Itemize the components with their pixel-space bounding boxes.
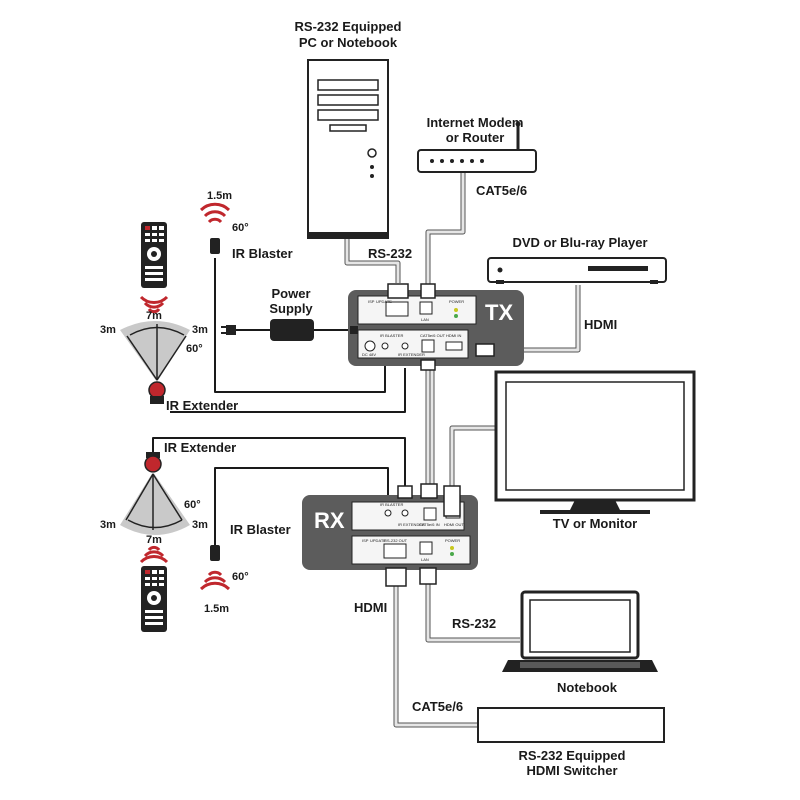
rx-cat-port <box>423 507 437 521</box>
rx-power-label: POWER <box>445 538 460 543</box>
tx-rs232-port <box>385 301 409 317</box>
svg-text:UPDATE: UPDATE <box>370 538 386 543</box>
ir-blaster-top-icon <box>199 202 231 254</box>
wires <box>152 258 406 545</box>
ir-sensor-fan-top <box>120 321 190 382</box>
hdmi-switcher-icon <box>477 707 665 743</box>
svg-text:ISP: ISP <box>368 299 375 304</box>
modem-label-line1: Internet Modem <box>427 115 524 130</box>
power-label-line1: Power <box>271 286 310 301</box>
ir-range-top-label: 1.5m <box>207 190 232 202</box>
tx-cat-port <box>421 339 435 353</box>
ir-signal-bottom-icon <box>139 545 169 564</box>
ir-blaster-top-label: IR Blaster <box>232 246 293 261</box>
hdmi-left-label: HDMI <box>354 600 387 615</box>
remote-top-icon <box>141 222 167 288</box>
tx-title: TX <box>485 300 513 325</box>
rx-ir-blaster-port <box>384 509 392 517</box>
ir-angle-top-label: 60° <box>232 222 249 234</box>
ir-sensor-top-angle: 60° <box>186 343 203 355</box>
ir-blaster-bottom-icon <box>199 545 231 591</box>
rx-cat-label: CAT5e/6 IN <box>419 522 440 527</box>
dvd-label: DVD or Blu-ray Player <box>512 235 647 250</box>
ir-extender-top-label: IR Extender <box>166 398 238 413</box>
power-supply-icon <box>221 319 358 341</box>
ir-extender-bottom-icon <box>144 452 162 473</box>
rx-title: RX <box>314 508 345 533</box>
svg-text:ISP: ISP <box>362 538 369 543</box>
ir-sensor-bottom-dist: 7m <box>146 534 162 546</box>
switcher-label-line1: RS-232 Equipped <box>519 748 626 763</box>
cables <box>344 172 581 728</box>
ir-extender-bottom-label: IR Extender <box>164 440 236 455</box>
ir-sensor-bottom-right: 3m <box>192 519 208 531</box>
tx-dc-label: DC 48V <box>362 352 376 357</box>
power-label-line2: Supply <box>269 301 313 316</box>
ir-angle-bottom-label: 60° <box>232 571 249 583</box>
tx-hdmi-label: HDMI IN <box>446 333 461 338</box>
tx-ir-extender-label: IR EXTENDER <box>398 352 425 357</box>
rx-ir-extender-label: IR EXTENDER <box>398 522 425 527</box>
tx-power-port-label: POWER <box>449 299 464 304</box>
rx-hdmi-label: HDMI OUT <box>444 522 464 527</box>
rx-rs232-label: RS-232 OUT <box>384 538 408 543</box>
tv-label: TV or Monitor <box>553 516 638 531</box>
ir-sensor-top-right: 3m <box>192 324 208 336</box>
ir-range-bottom-label: 1.5m <box>204 603 229 615</box>
hdmi-right-label: HDMI <box>584 317 617 332</box>
switcher-label-line2: HDMI Switcher <box>526 763 617 778</box>
ir-sensor-bottom-angle: 60° <box>184 499 201 511</box>
ir-sensor-bottom-left: 3m <box>100 519 116 531</box>
tv-icon <box>494 370 696 514</box>
pc-label-line1: RS-232 Equipped <box>295 19 402 34</box>
modem-label-line2: or Router <box>446 130 505 145</box>
tx-dc-port <box>364 340 376 352</box>
tx-cat-label: CAT5e/6 OUT <box>420 333 446 338</box>
tx-ir-blaster-label: IR BLASTER <box>380 333 403 338</box>
notebook-icon <box>502 590 658 672</box>
tx-hdmi-port <box>445 341 463 351</box>
ir-signal-top-icon <box>139 295 169 314</box>
rx-ir-extender-port <box>401 509 409 517</box>
pc-tower-icon <box>307 59 389 239</box>
tx-ir-blaster-port <box>381 342 389 350</box>
cat-bottom-label: CAT5e/6 <box>412 699 463 714</box>
rs232-top-label: RS-232 <box>368 246 412 261</box>
notebook-label: Notebook <box>557 680 618 695</box>
rs232-bottom-label: RS-232 <box>452 616 496 631</box>
router-icon <box>417 121 537 173</box>
pc-label-line2: PC or Notebook <box>299 35 398 50</box>
rx-rs232-port <box>383 543 407 559</box>
ir-blaster-bottom-label: IR Blaster <box>230 522 291 537</box>
rx-ir-blaster-label: IR BLASTER <box>380 502 403 507</box>
tx-unit: ISP UPDATE POWER LAN TX DC 48V IR BLASTE… <box>348 283 524 371</box>
rx-lan-label: LAN <box>421 557 429 562</box>
tx-lan-port <box>419 301 433 315</box>
rx-unit: RX IR BLASTER IR EXTENDER CAT5e/6 IN HDM… <box>302 483 478 587</box>
remote-bottom-icon <box>141 566 167 632</box>
tx-ir-extender-port <box>401 342 409 350</box>
dvd-player-icon <box>487 257 667 284</box>
rx-lan-port <box>419 541 433 555</box>
ir-sensor-top-dist: 7m <box>146 310 162 322</box>
tx-lan-port-label: LAN <box>421 317 429 322</box>
ir-extender-top-icon <box>148 381 166 404</box>
svg-text:UPDATE: UPDATE <box>376 299 392 304</box>
cat-top-label: CAT5e/6 <box>476 183 527 198</box>
ir-sensor-top-left: 3m <box>100 324 116 336</box>
ir-sensor-fan-bottom <box>120 472 190 535</box>
